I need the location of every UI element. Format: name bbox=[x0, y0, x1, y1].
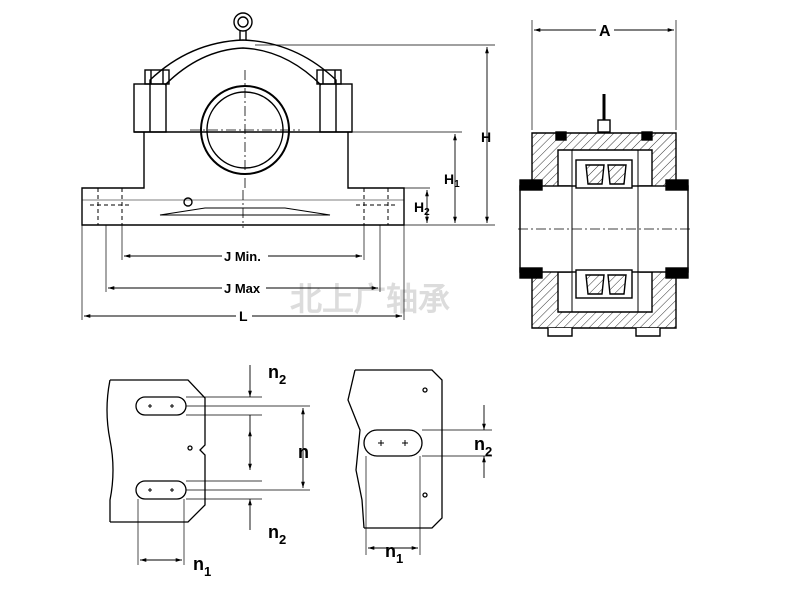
slot-single bbox=[363, 429, 423, 457]
label-J-min: J Min. bbox=[224, 249, 261, 264]
label-H2: H2 bbox=[414, 199, 430, 218]
label-J-max: J Max bbox=[224, 281, 261, 296]
housing-cap bbox=[149, 39, 337, 132]
detail-right bbox=[347, 369, 492, 555]
label-L: L bbox=[239, 308, 248, 324]
side-section-view bbox=[518, 20, 690, 337]
cap-bolt-left bbox=[144, 69, 170, 85]
slot-bottom bbox=[135, 480, 187, 500]
front-view bbox=[81, 12, 495, 320]
label-A: A bbox=[599, 23, 611, 40]
lifting-eye bbox=[233, 12, 253, 32]
label-H1: H1 bbox=[444, 171, 460, 190]
label-n1-right: n1 bbox=[385, 541, 403, 566]
slot-top bbox=[135, 396, 187, 416]
label-n2-top: n2 bbox=[268, 362, 286, 387]
grease-fitting bbox=[183, 197, 193, 207]
watermark-text: 北上广轴承 bbox=[290, 280, 450, 318]
detail-left bbox=[106, 379, 310, 565]
label-n2-right: n2 bbox=[474, 434, 492, 459]
label-H: H bbox=[481, 129, 491, 145]
label-n1-left: n1 bbox=[193, 554, 211, 579]
label-n2-bottom: n2 bbox=[268, 522, 286, 547]
label-n: n bbox=[298, 442, 309, 462]
cap-bolt-right bbox=[316, 69, 342, 85]
